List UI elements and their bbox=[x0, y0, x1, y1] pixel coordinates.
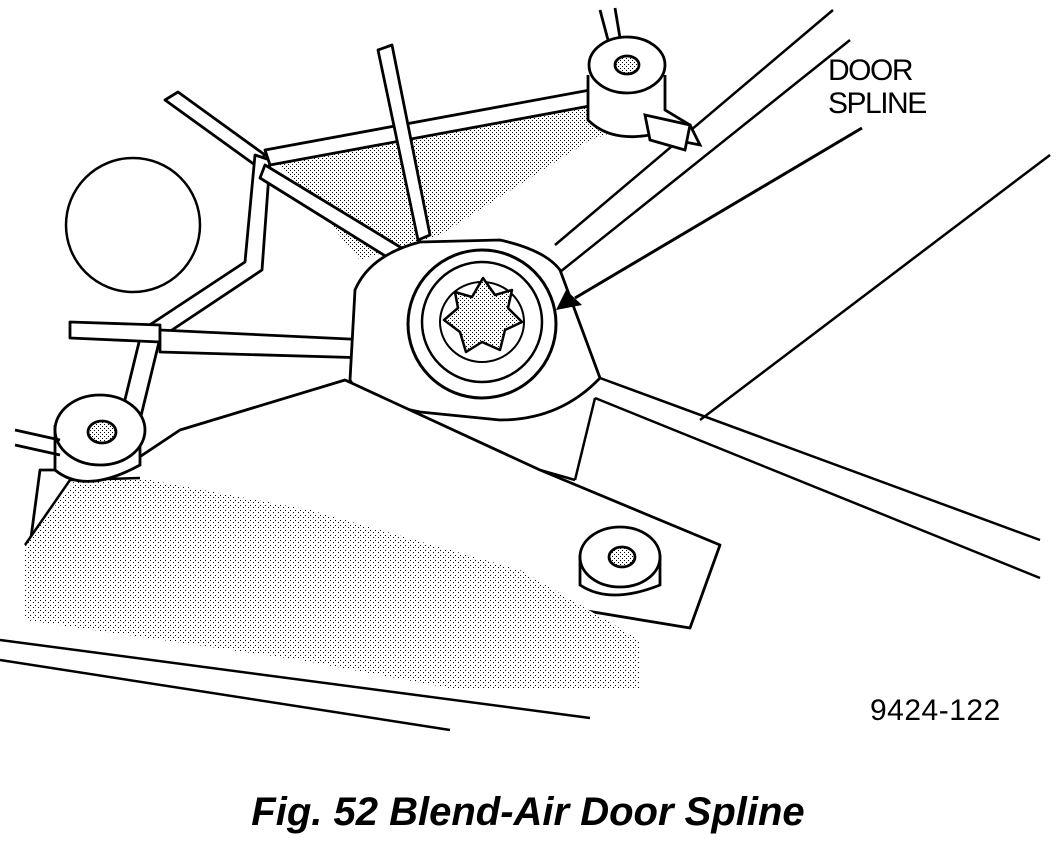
plate-shading bbox=[25, 480, 640, 690]
housing-panel bbox=[0, 9, 1051, 732]
door-spline bbox=[406, 248, 558, 400]
air-port-opening bbox=[64, 156, 202, 294]
spline-socket bbox=[442, 276, 524, 354]
boss-lower-right bbox=[578, 525, 662, 597]
callout-label-line2: SPLINE bbox=[828, 87, 926, 120]
callout-leader bbox=[556, 126, 863, 310]
arrowhead-icon bbox=[556, 290, 582, 310]
boss-left bbox=[14, 393, 147, 483]
figure-caption: Fig. 52 Blend-Air Door Spline bbox=[251, 790, 804, 834]
figure-id: 9424-122 bbox=[870, 694, 1001, 727]
callout-label-line1: DOOR bbox=[828, 54, 913, 87]
boss-upper-right bbox=[586, 7, 703, 152]
